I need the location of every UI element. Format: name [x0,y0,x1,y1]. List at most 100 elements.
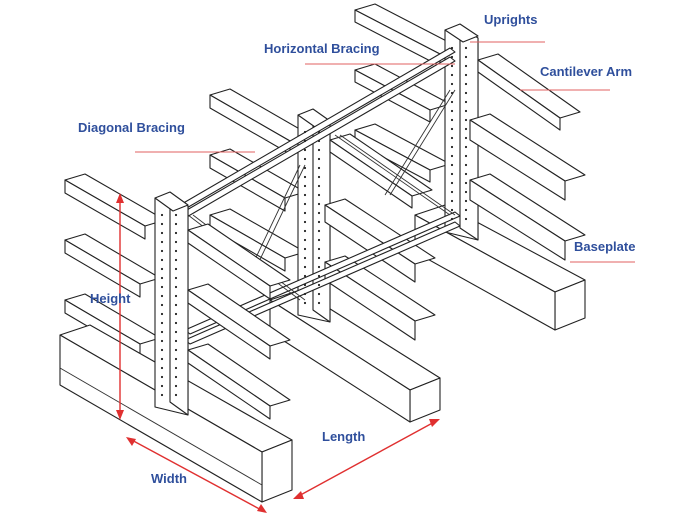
front-arm-rear-2-side [64,239,141,298]
bolt-hole [464,163,468,167]
bolt-hole [450,181,454,185]
bolt-hole [450,172,454,176]
bolt-hole [160,222,164,226]
diagonal-brace-4b [389,89,456,196]
mid-arm-rear-3-side [209,214,286,272]
height-arrow-bottom [116,410,124,420]
bolt-hole [160,375,164,379]
label-length: Length [322,429,365,444]
width-dimension-line [127,437,266,513]
label-height: Height [90,291,131,306]
length-arrow-right [429,419,440,427]
bolt-hole [174,294,178,298]
bolt-hole [174,303,178,307]
bolt-hole [450,100,454,104]
back-arm-front-1-side [477,59,561,131]
bolt-hole [450,199,454,203]
bolt-hole [303,274,307,278]
height-arrow-top [116,193,124,203]
bolt-hole [160,312,164,316]
bolt-hole [160,384,164,388]
bolt-hole [174,330,178,334]
bolt-hole [317,256,321,260]
bolt-hole [174,348,178,352]
bolt-hole [174,375,178,379]
bolt-hole [303,148,307,152]
bolt-hole [160,258,164,262]
bolt-hole [303,202,307,206]
bolt-hole [303,175,307,179]
bolt-hole [174,312,178,316]
bolt-hole [317,175,321,179]
middle-upright-assembly [209,88,441,423]
bolt-hole [450,217,454,221]
bolt-hole [317,265,321,269]
bolt-hole [450,154,454,158]
bolt-hole [464,136,468,140]
bolt-hole [303,292,307,296]
bolt-hole [174,366,178,370]
bolt-hole [303,220,307,224]
bolt-hole [160,240,164,244]
back-upright-top [444,23,479,43]
bolt-hole [160,285,164,289]
bolt-hole [317,283,321,287]
bolt-hole [174,339,178,343]
bolt-hole [464,217,468,221]
width-arrow-left [126,437,136,446]
bolt-hole [303,301,307,305]
bolt-hole [174,384,178,388]
front-arm-front-1-side [187,229,271,300]
bolt-hole [317,202,321,206]
labels: Uprights Horizontal Bracing Cantilever A… [78,12,635,486]
bolt-hole [464,145,468,149]
label-uprights: Uprights [484,12,537,27]
bolt-hole [174,285,178,289]
bolt-hole [174,357,178,361]
bolt-hole [464,118,468,122]
bolt-hole [174,393,178,397]
bolt-hole [303,238,307,242]
mid-baseplate-side [269,299,411,423]
bolt-hole [317,274,321,278]
bolt-hole [317,193,321,197]
label-cantilever-arm: Cantilever Arm [540,64,632,79]
diagonal-brace-4 [384,89,451,196]
bolt-hole [303,184,307,188]
bolt-hole [317,229,321,233]
bolt-hole [174,222,178,226]
bolt-hole [303,139,307,143]
label-horizontal-bracing: Horizontal Bracing [264,41,380,56]
diagonal-brace-3 [334,134,451,216]
bolt-hole [174,258,178,262]
bolt-hole [450,163,454,167]
bolt-hole [450,136,454,140]
bolt-hole [303,166,307,170]
bolt-hole [317,211,321,215]
bolt-hole [464,64,468,68]
diagonal-brace-2b [254,164,306,271]
bolt-hole [160,330,164,334]
bolt-hole [174,321,178,325]
bolt-hole [317,184,321,188]
bolt-hole [160,267,164,271]
back-arm-front-3-side [469,179,566,261]
bolt-hole [303,130,307,134]
label-width: Width [151,471,187,486]
bolt-hole [174,249,178,253]
bolt-hole [450,190,454,194]
length-dimension-line [294,419,439,499]
bolt-hole [464,82,468,86]
bolt-hole [160,249,164,253]
bolt-hole [450,91,454,95]
bolt-hole [450,55,454,59]
bolt-hole [174,240,178,244]
bolt-hole [450,73,454,77]
mid-arm-rear-2-side [209,154,286,212]
bolt-hole [464,109,468,113]
bolt-hole [464,55,468,59]
mid-arm-front-1-side [329,139,413,209]
bolt-hole [303,229,307,233]
bolt-hole [450,64,454,68]
